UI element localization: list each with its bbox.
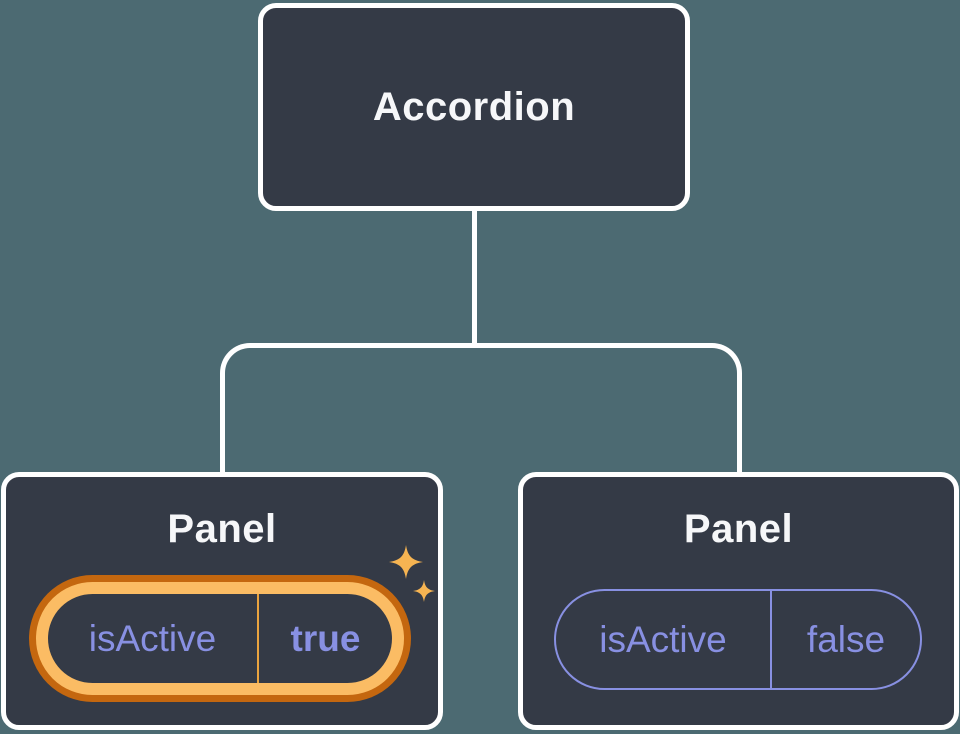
connector-stem [472, 211, 477, 347]
component-box-panel-inactive: Panel isActive false [518, 472, 959, 730]
panel-title: Panel [683, 507, 794, 551]
connector-bracket [220, 343, 742, 472]
pill-divider [257, 594, 259, 683]
state-key-label: isActive [599, 618, 727, 660]
state-key-label: isActive [88, 617, 217, 659]
pill-divider [770, 591, 772, 688]
state-pill-inactive: isActive false [554, 589, 922, 690]
state-value-label: false [806, 618, 886, 660]
sparkle-big [389, 545, 423, 579]
state-value-label: true [290, 617, 361, 659]
state-pill-active: isActive true [36, 582, 404, 695]
accordion-title: Accordion [372, 84, 576, 129]
sparkle-small [413, 580, 435, 602]
panel-title: Panel [167, 507, 277, 551]
sparkles-icon [389, 545, 435, 602]
component-box-panel-active: Panel isActive true [1, 472, 443, 730]
component-box-accordion: Accordion [258, 3, 690, 211]
